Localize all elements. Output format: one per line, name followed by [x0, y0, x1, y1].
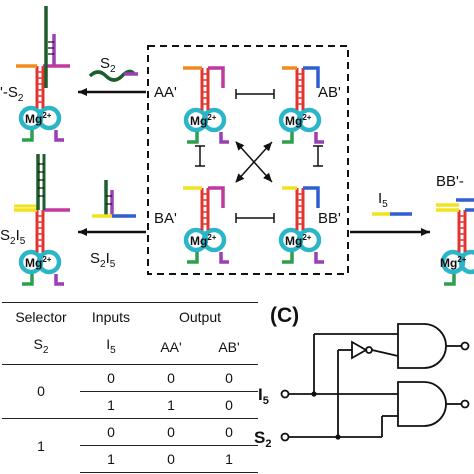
complex-left-top-product: Mg2+	[16, 6, 70, 140]
cell-output-aa: 0	[167, 369, 175, 386]
state-label-ab: AB'	[318, 84, 341, 101]
inhibit-bottom	[235, 213, 275, 223]
panel-c-label: (C)	[270, 304, 299, 327]
subheader-i5: I5	[80, 331, 142, 365]
complex-aa: Mg2+	[183, 68, 229, 142]
subheader-aa: AA'	[142, 331, 200, 365]
cell-input: 0	[80, 417, 142, 446]
subheader-ab: AB'	[200, 331, 258, 365]
circuit-input-i5: I5	[258, 385, 269, 407]
complex-right-product: Mg2+	[436, 198, 474, 284]
mg-label: Mg2+	[285, 113, 312, 128]
cell-output-aa: 0	[142, 417, 200, 446]
right-product-label: BB'-	[436, 173, 464, 190]
complex-ab: Mg2+	[281, 68, 324, 142]
cell-selector: 0	[37, 383, 45, 400]
mg-label: Mg2+	[440, 255, 467, 270]
and-gate-bottom	[397, 381, 447, 427]
strand-s2i5	[92, 180, 136, 218]
cross-arrow-2	[235, 141, 273, 183]
state-label-ba: BA'	[154, 210, 177, 227]
header-output: Output	[142, 302, 258, 331]
inhibit-left	[195, 145, 205, 167]
state-box	[147, 45, 349, 275]
header-selector: Selector	[2, 302, 80, 331]
arrow-right-input-label: I5	[378, 190, 388, 210]
left-bottom-product-label: S2I5	[0, 227, 26, 247]
table-row: 1 0 0 0	[2, 417, 258, 473]
cell-output-ab: 0	[225, 369, 233, 386]
cell-output-ab: 0	[200, 417, 258, 446]
inhibit-right	[313, 145, 323, 167]
cell-input: 1	[80, 390, 142, 419]
left-top-product-label: '-S2	[0, 84, 24, 104]
mg-label: Mg2+	[190, 233, 217, 248]
inhibit-top	[235, 89, 275, 99]
cell-output-aa: 0	[142, 444, 200, 473]
arrow-bottom-input-label: S2I5	[90, 250, 116, 270]
table-row: 1 0 1	[2, 444, 258, 473]
subheader-s2: S2	[2, 331, 80, 365]
cell-input: 0	[107, 369, 115, 386]
circuit-nodes	[280, 341, 470, 442]
circuit-input-s2: S2	[254, 428, 271, 450]
cell-output-aa: 1	[142, 390, 200, 419]
table-row: 0 0 0 0	[2, 364, 258, 400]
mg-label: Mg2+	[190, 113, 217, 128]
and-gate-top	[397, 323, 447, 369]
state-label-bb: BB'	[318, 210, 341, 227]
header-inputs: Inputs	[80, 302, 142, 331]
truth-table: Selector Inputs Output S2 I5 AA' AB' 0 0…	[2, 302, 258, 473]
state-label-aa: AA'	[154, 84, 177, 101]
mg-label: Mg2+	[285, 233, 312, 248]
mg-label: Mg2+	[25, 111, 52, 126]
cell-selector: 1	[2, 417, 80, 473]
strand-s2	[88, 69, 136, 82]
mg-label: Mg2+	[25, 255, 52, 270]
inverter	[351, 340, 368, 360]
complex-bb: Mg2+	[281, 188, 324, 262]
cell-output-ab: 1	[200, 444, 258, 473]
logic-circuit	[288, 323, 462, 438]
cell-output-ab: 0	[200, 390, 258, 419]
complex-left-bottom-product: Mg2+	[14, 154, 70, 284]
table-row: 1 1 0	[2, 390, 258, 419]
arrow-top-input-label: S2	[100, 55, 116, 75]
cell-input: 1	[80, 444, 142, 473]
complex-ba: Mg2+	[183, 188, 229, 262]
